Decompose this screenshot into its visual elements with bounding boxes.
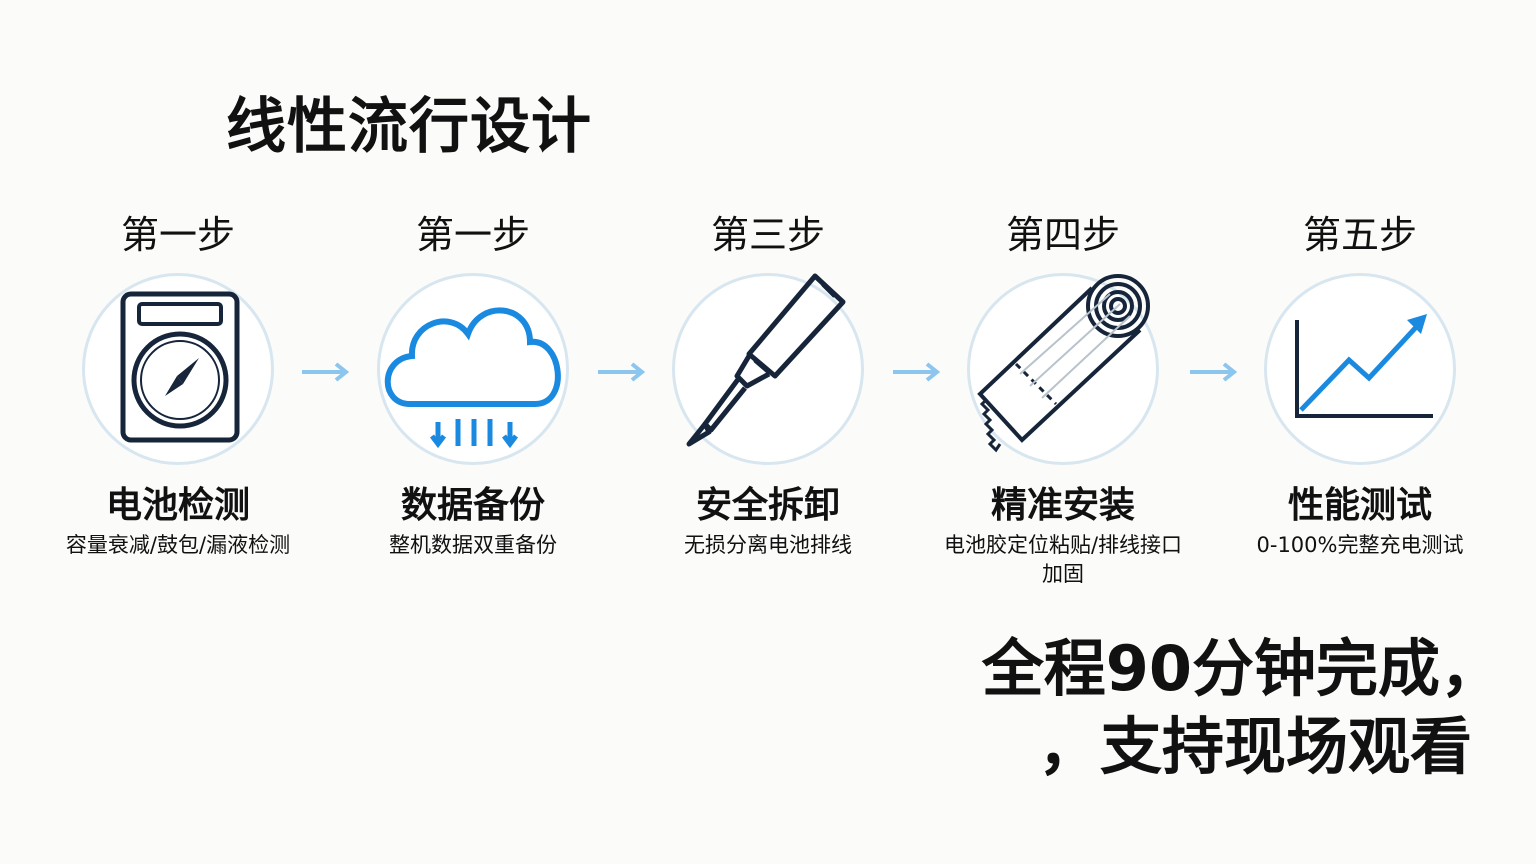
step-label: 第一步 xyxy=(120,213,235,257)
step-title: 电池检测 xyxy=(105,485,250,526)
step-2: 第一步 数据备份 整机数据双重备份 xyxy=(323,205,623,560)
arrow-right-icon xyxy=(1190,362,1238,382)
arrow-right-icon xyxy=(893,362,941,382)
step-5: 第五步 性能测试 0-100%完整充电测试 xyxy=(1210,205,1510,560)
line-chart-icon xyxy=(1295,314,1433,418)
summary-line-1: 全程90分钟完成， xyxy=(981,632,1502,705)
step-label: 第五步 xyxy=(1302,213,1417,257)
arrow-right-icon xyxy=(302,362,350,382)
cloud-download-icon xyxy=(384,307,561,449)
step-icon-circle xyxy=(377,273,569,465)
step-1: 第一步 电池检测 容量衰减/鼓包/漏液检测 xyxy=(28,205,328,560)
step-description: 无损分离电池排线 xyxy=(684,533,852,557)
step-description: 0-100%完整充电测试 xyxy=(1256,533,1464,557)
step-title: 安全拆卸 xyxy=(695,485,840,526)
step-icon-circle xyxy=(82,273,274,465)
adhesive-tape-icon xyxy=(977,274,1150,453)
step-icon-circle xyxy=(672,273,864,465)
step-icon-circle xyxy=(1264,273,1456,465)
step-icon-circle xyxy=(967,273,1159,465)
step-description: 电池胶定位粘贴/排线接口加固 xyxy=(943,533,1183,586)
step-title: 精准安装 xyxy=(990,485,1135,526)
page-title: 线性流行设计 xyxy=(226,92,592,162)
step-description: 容量衰减/鼓包/漏液检测 xyxy=(65,533,291,557)
arrow-right-icon xyxy=(598,362,646,382)
step-3: 第三步 安全拆卸 无损分离电池排线 xyxy=(618,205,918,560)
step-label: 第三步 xyxy=(710,213,825,257)
summary-line-2: ，支持现场观看 xyxy=(1037,710,1472,783)
step-4: 第四步 精准安装 电池胶定位粘贴/排线接口加固 xyxy=(913,205,1213,589)
step-label: 第四步 xyxy=(1005,213,1120,257)
step-label: 第一步 xyxy=(415,213,530,257)
step-title: 性能测试 xyxy=(1287,485,1432,526)
step-description: 整机数据双重备份 xyxy=(389,533,557,557)
pry-tool-icon xyxy=(686,273,846,447)
step-title: 数据备份 xyxy=(400,485,545,526)
battery-gauge-icon xyxy=(120,291,240,443)
